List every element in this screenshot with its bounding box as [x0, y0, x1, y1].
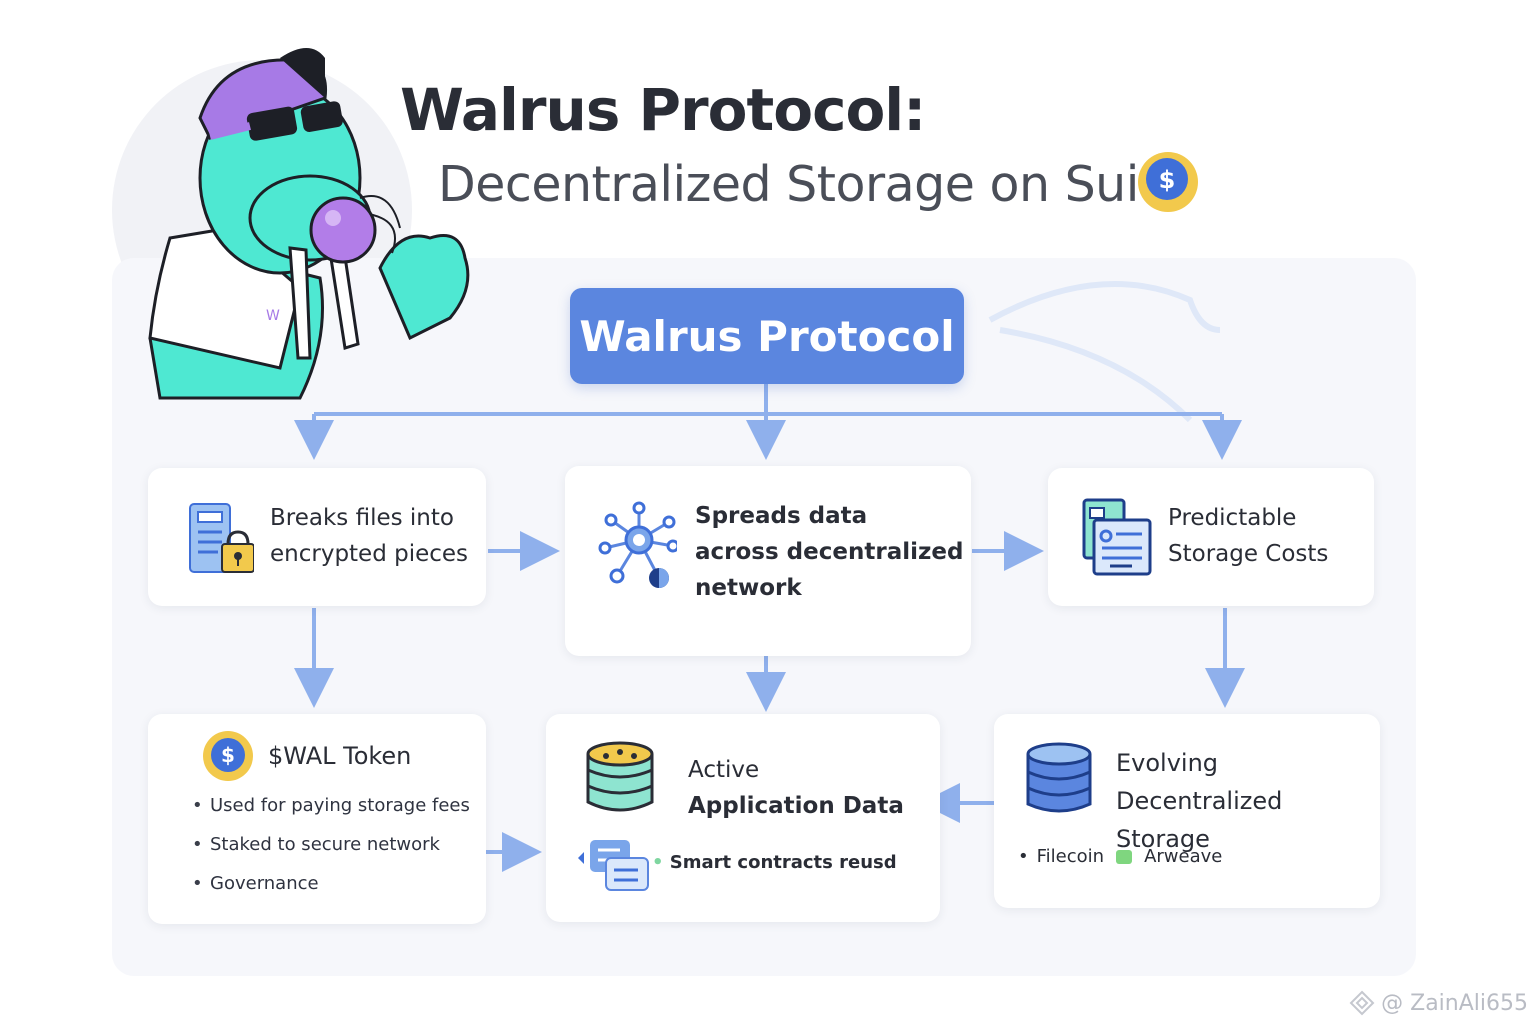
- card-encrypted-pieces: Breaks files into encrypted pieces: [148, 468, 486, 606]
- card-encrypt-line2: encrypted pieces: [270, 541, 469, 567]
- chat-bubbles-icon: [578, 840, 649, 891]
- card-evolving-storage: Evolving Decentralized Storage • Filecoi…: [994, 714, 1380, 908]
- card-costs-line1: Predictable: [1168, 505, 1297, 531]
- card-encrypt-line1: Breaks files into: [270, 505, 454, 531]
- note-dot: •: [652, 852, 664, 873]
- coin-symbol: $: [221, 743, 235, 767]
- card-active-line2: Application Data: [688, 793, 904, 819]
- arweave-tag-marker: [1116, 849, 1133, 864]
- page-title: Walrus Protocol:: [400, 76, 926, 144]
- storage-alternatives: • Filecoin Arweave: [1018, 846, 1222, 867]
- locked-document-icon: [189, 503, 254, 573]
- card-costs-line2: Storage Costs: [1168, 541, 1329, 567]
- card-evolving-line1: Evolving: [1116, 749, 1219, 777]
- coin-symbol: $: [1159, 166, 1176, 194]
- card-wal-token: $ $WAL Token Used for paying storage fee…: [148, 714, 486, 924]
- watermark-text: @ ZainAli655: [1381, 990, 1528, 1016]
- database-stack-icon: [1026, 742, 1092, 813]
- walrus-mascot: W: [148, 48, 470, 400]
- coin-icon: $: [203, 731, 253, 781]
- watermark: @ ZainAli655: [1349, 990, 1528, 1016]
- arweave-label: Arweave: [1144, 846, 1223, 867]
- filecoin-label: Filecoin: [1036, 846, 1105, 867]
- card-spreads-data: Spreads data across decentralized networ…: [565, 466, 971, 656]
- coin-icon: $: [1138, 152, 1198, 212]
- card-active-data: Active Application Data • Smart contract…: [546, 714, 940, 922]
- smart-contracts-note: • Smart contracts reusd: [652, 852, 897, 873]
- page-subtitle: Decentralized Storage on Sui: [438, 156, 1139, 213]
- shirt-letter: W: [266, 308, 280, 324]
- token-bullet-governance: Governance: [192, 864, 470, 903]
- bullet-dot: •: [1018, 846, 1029, 867]
- card-spread-line1: Spreads data: [695, 503, 868, 529]
- network-hub-icon: [598, 501, 677, 588]
- card-spread-line2: across decentralized: [695, 539, 964, 565]
- token-bullet-staked: Staked to secure network: [192, 825, 470, 864]
- root-node: Walrus Protocol: [570, 288, 964, 384]
- database-coins-icon: [586, 741, 654, 812]
- token-bullet-list: Used for paying storage fees Staked to s…: [192, 786, 470, 903]
- smart-contracts-text: Smart contracts reusd: [669, 852, 897, 873]
- token-title: $WAL Token: [268, 742, 412, 770]
- token-bullet-fees: Used for paying storage fees: [192, 786, 470, 825]
- card-active-line1: Active: [688, 757, 760, 783]
- card-predictable-costs: Predictable Storage Costs: [1048, 468, 1374, 606]
- card-spread-line3: network: [695, 575, 802, 601]
- watermark-logo-icon: [1349, 990, 1375, 1016]
- billing-document-icon: [1082, 498, 1152, 576]
- card-evolving-line2: Decentralized Storage: [1116, 787, 1283, 853]
